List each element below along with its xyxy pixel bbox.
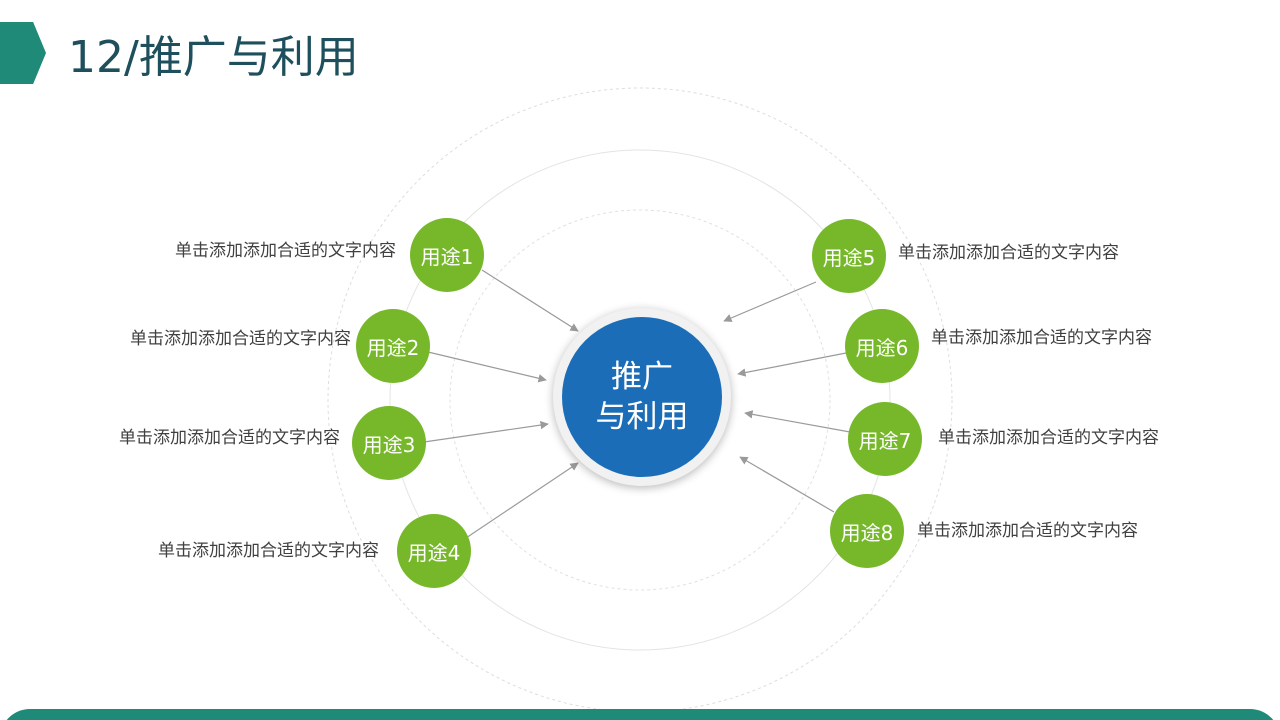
use-node-7[interactable]: 用途7 [848,402,922,476]
use-node-2-description[interactable]: 单击添加添加合适的文字内容 [130,329,351,349]
use-node-1-description[interactable]: 单击添加添加合适的文字内容 [175,241,396,261]
orbit-ring-inner [449,209,831,591]
center-node-line-2: 与利用 [595,399,689,435]
orbit-ring-middle [389,149,891,651]
connector-arrow-7 [744,410,851,433]
connector-arrow-4 [465,462,579,539]
use-node-4[interactable]: 用途4 [397,514,471,588]
connector-arrow-1 [481,269,579,332]
use-node-7-description[interactable]: 单击添加添加合适的文字内容 [938,428,1159,448]
use-node-4-description[interactable]: 单击添加添加合适的文字内容 [158,541,379,561]
use-node-8[interactable]: 用途8 [830,494,904,568]
use-node-8-description[interactable]: 单击添加添加合适的文字内容 [917,521,1138,541]
center-node-line-1: 推广 [611,359,673,395]
use-node-3[interactable]: 用途3 [352,406,426,480]
center-node-promotion-and-use: 推广 与利用 [553,308,731,486]
page-title: 12/推广与利用 [68,32,359,83]
connector-arrow-3 [423,420,549,443]
connector-arrow-5 [723,281,817,322]
use-node-6[interactable]: 用途6 [845,309,919,383]
bottom-bar-decoration [0,709,1280,720]
use-node-2[interactable]: 用途2 [356,309,430,383]
use-node-5[interactable]: 用途5 [812,219,886,293]
connector-arrow-6 [737,352,847,377]
use-node-3-description[interactable]: 单击添加添加合适的文字内容 [119,428,340,448]
use-node-5-description[interactable]: 单击添加添加合适的文字内容 [898,243,1119,263]
use-node-1[interactable]: 用途1 [410,218,484,292]
connector-arrow-8 [739,456,835,513]
orbit-ring-outer [327,87,953,713]
connector-arrow-2 [427,351,547,383]
use-node-6-description[interactable]: 单击添加添加合适的文字内容 [931,328,1152,348]
